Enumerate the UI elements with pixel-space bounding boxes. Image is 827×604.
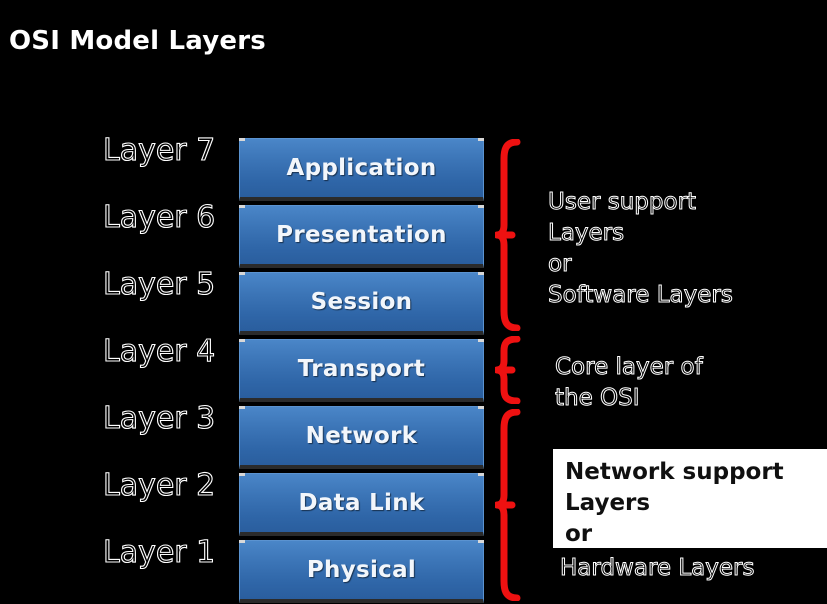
layer-number-label-4: Layer 4 — [102, 334, 216, 369]
layer-box-label: Application — [286, 155, 437, 181]
layer-box-label: Presentation — [276, 222, 447, 248]
callout-network-support: Network support Layers or — [553, 449, 827, 548]
brace-core-layer-icon — [495, 336, 529, 404]
layer-box-transport[interactable]: Transport — [239, 339, 484, 402]
layer-box-data-link[interactable]: Data Link — [239, 473, 484, 536]
layer-number-label-2: Layer 2 — [102, 468, 216, 503]
annotation-core-layer: Core layer of the OSI — [555, 354, 704, 412]
layer-number-label-7: Layer 7 — [102, 133, 216, 168]
callout-network-support-text: Network support Layers or — [565, 459, 784, 547]
brace-user-support-icon — [495, 139, 529, 331]
layer-box-label: Session — [310, 289, 413, 315]
layer-box-label: Physical — [306, 557, 417, 583]
layer-box-label: Transport — [297, 356, 426, 382]
layer-box-application[interactable]: Application — [239, 138, 484, 201]
layer-number-label-1: Layer 1 — [102, 535, 216, 570]
layer-number-label-3: Layer 3 — [102, 401, 216, 436]
page-title: OSI Model Layers — [9, 26, 266, 56]
layer-box-session[interactable]: Session — [239, 272, 484, 335]
layer-box-network[interactable]: Network — [239, 406, 484, 469]
layer-number-label-6: Layer 6 — [102, 200, 216, 235]
layer-box-label: Network — [305, 423, 418, 449]
brace-network-support-icon — [495, 409, 529, 601]
annotation-user-support: User support Layers or Software Layers — [548, 189, 734, 309]
annotation-hardware-layers: Hardware Layers — [560, 555, 755, 582]
layer-box-presentation[interactable]: Presentation — [239, 205, 484, 268]
layer-box-label: Data Link — [298, 490, 425, 516]
layer-number-label-5: Layer 5 — [102, 267, 216, 302]
layer-box-physical[interactable]: Physical — [239, 540, 484, 603]
